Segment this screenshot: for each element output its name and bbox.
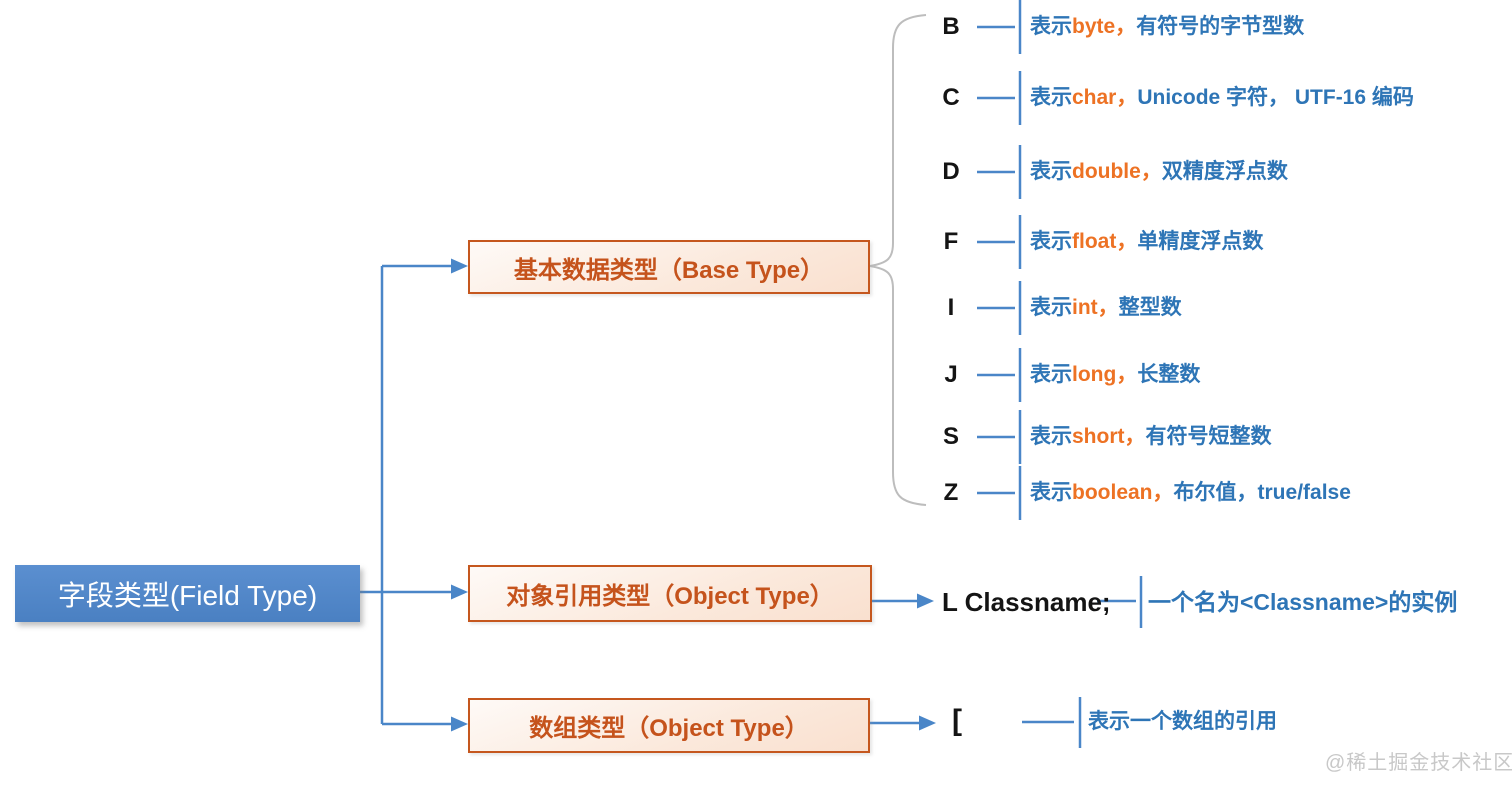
base-type-keyword: float， bbox=[1072, 230, 1138, 253]
base-type-keyword: boolean， bbox=[1072, 481, 1174, 504]
base-type-text: 布尔值，true/false bbox=[1173, 481, 1351, 504]
base-type-text: 双精度浮点数 bbox=[1161, 160, 1288, 183]
branch-node-object-type[interactable]: 对象引用类型（Object Type） bbox=[468, 565, 872, 622]
base-type-letter: B bbox=[942, 13, 960, 40]
array-type-desc: 表示一个数组的引用 bbox=[1088, 710, 1277, 733]
base-type-keyword: byte， bbox=[1072, 15, 1137, 38]
base-type-text: 表示 bbox=[1030, 425, 1072, 448]
base-type-keyword: short， bbox=[1072, 425, 1146, 448]
base-type-keyword: long， bbox=[1072, 363, 1138, 386]
object-type-arrowhead bbox=[917, 593, 934, 609]
base-type-text: 有符号的字节型数 bbox=[1136, 15, 1305, 38]
base-type-text: 表示 bbox=[1030, 296, 1072, 319]
base-type-text: 表示 bbox=[1030, 230, 1072, 253]
array-type-connectors bbox=[870, 697, 1082, 748]
base-type-letter: C bbox=[942, 84, 960, 111]
object-type-desc: 一个名为<Classname>的实例 bbox=[1148, 589, 1458, 615]
base-type-description: 表示long，长整数 bbox=[1030, 360, 1200, 390]
base-type-text: 整型数 bbox=[1118, 296, 1182, 319]
base-type-description: 表示short，有符号短整数 bbox=[1030, 422, 1272, 452]
base-type-text: 有符号短整数 bbox=[1145, 425, 1272, 448]
branch-node-label: 对象引用类型（Object Type） bbox=[506, 583, 834, 610]
base-type-description: 表示double，双精度浮点数 bbox=[1030, 157, 1288, 187]
base-type-keyword: double， bbox=[1072, 160, 1162, 183]
base-type-text: 长整数 bbox=[1137, 363, 1201, 386]
base-type-text: Unicode 字符， UTF-16 编码 bbox=[1137, 86, 1414, 109]
base-type-text: 表示 bbox=[1030, 363, 1072, 386]
base-type-keyword: char， bbox=[1072, 86, 1138, 109]
base-type-text: 表示 bbox=[1030, 481, 1072, 504]
letter-row-connectors bbox=[977, 0, 1022, 520]
base-type-letter: S bbox=[942, 423, 959, 450]
root-node-field-type[interactable]: 字段类型(Field Type) bbox=[15, 565, 360, 622]
branch-node-label: 数组类型（Object Type） bbox=[529, 715, 809, 742]
base-type-letter: D bbox=[942, 158, 960, 185]
base-type-text: 单精度浮点数 bbox=[1137, 230, 1264, 253]
base-type-text: 表示 bbox=[1030, 86, 1072, 109]
branch-arrowheads bbox=[451, 258, 468, 732]
tree-trunk-lines bbox=[360, 264, 452, 726]
array-type-arrowhead bbox=[919, 715, 936, 731]
base-type-text: 表示 bbox=[1030, 160, 1072, 183]
branch-node-base-type[interactable]: 基本数据类型（Base Type） bbox=[468, 240, 870, 294]
base-type-description: 表示int，整型数 bbox=[1030, 293, 1182, 323]
base-type-description: 表示char，Unicode 字符， UTF-16 编码 bbox=[1030, 83, 1414, 113]
root-node-label: 字段类型(Field Type) bbox=[57, 579, 318, 611]
branch-node-label: 基本数据类型（Base Type） bbox=[513, 256, 825, 284]
base-type-text: 表示 bbox=[1030, 15, 1072, 38]
base-type-letter: J bbox=[944, 361, 958, 388]
brace-base-types bbox=[869, 14, 927, 506]
branch-node-array-type[interactable]: 数组类型（Object Type） bbox=[468, 698, 870, 753]
base-type-description: 表示boolean，布尔值，true/false bbox=[1030, 478, 1351, 508]
watermark: @稀土掘金技术社区 bbox=[1325, 752, 1512, 774]
array-type-code: [ bbox=[952, 704, 962, 737]
object-type-code: L Classname; bbox=[942, 587, 1111, 617]
base-type-letter: Z bbox=[943, 479, 959, 506]
base-type-letter: I bbox=[947, 294, 955, 321]
base-type-letter: F bbox=[943, 228, 959, 255]
base-type-keyword: int， bbox=[1072, 296, 1119, 319]
base-type-description: 表示float，单精度浮点数 bbox=[1030, 227, 1263, 257]
base-type-description: 表示byte，有符号的字节型数 bbox=[1030, 12, 1304, 42]
